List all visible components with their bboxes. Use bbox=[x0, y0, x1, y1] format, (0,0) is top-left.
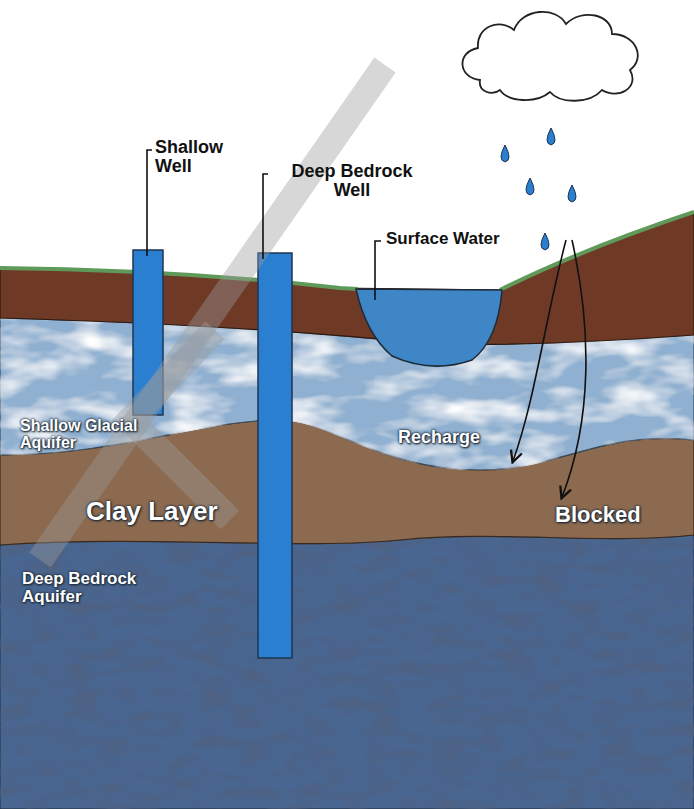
layer-label: Clay Layer bbox=[86, 498, 286, 525]
cloud bbox=[462, 12, 637, 101]
layer-label: Shallow Glacial Aquifer bbox=[20, 418, 190, 452]
well-label: Shallow Well bbox=[155, 138, 245, 176]
well-label: Deep Bedrock Well bbox=[272, 162, 432, 200]
layer-label: Blocked bbox=[555, 503, 685, 526]
surface-water-label: Surface Water bbox=[386, 230, 536, 248]
raindrops bbox=[501, 128, 576, 250]
deep-well bbox=[258, 253, 292, 658]
soil-layer bbox=[0, 212, 694, 345]
layer-label: Recharge bbox=[398, 428, 518, 447]
layer-label: Deep Bedrock Aquifer bbox=[22, 570, 172, 606]
watermark bbox=[40, 65, 385, 560]
bedrock-layer bbox=[0, 535, 694, 809]
grass-line bbox=[0, 212, 694, 290]
infiltration-arrows bbox=[513, 240, 586, 497]
pond bbox=[356, 289, 502, 366]
